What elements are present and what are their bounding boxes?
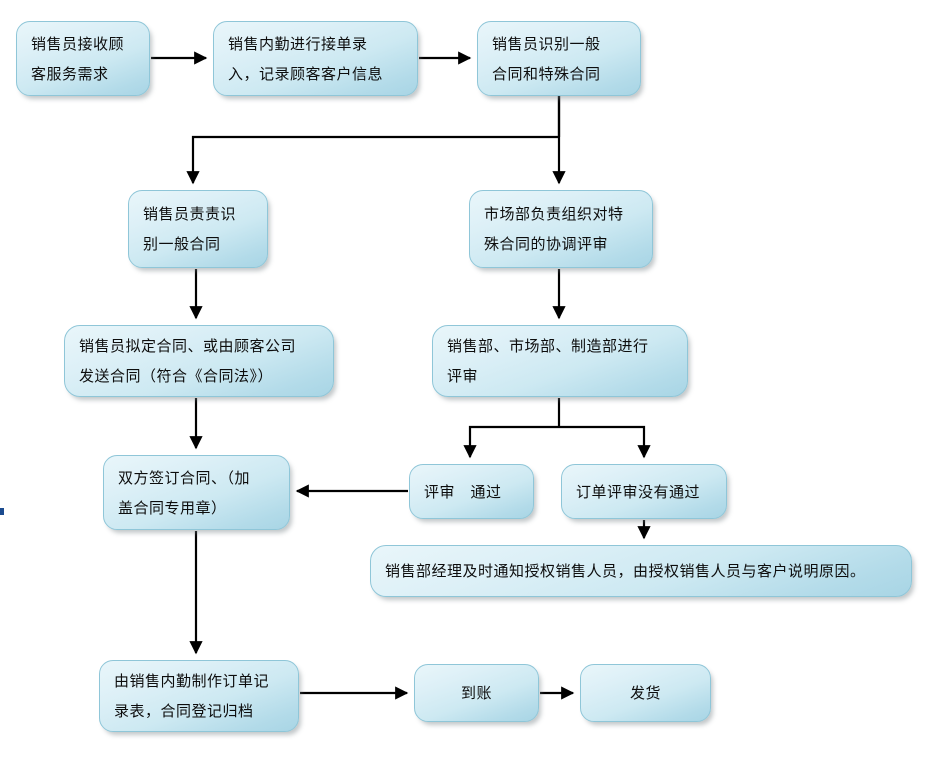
node-text-line: 销售内勤进行接单录: [228, 34, 368, 53]
node-text-line: 入，记录顾客客户信息: [228, 64, 384, 83]
node-text-line: 录表，合同登记归档: [114, 702, 254, 720]
node-create-order-record-and-file[interactable]: 由销售内勤制作订单记 录表，合同登记归档: [99, 660, 299, 732]
node-receive-customer-request[interactable]: 销售员接收顾 客服务需求: [16, 21, 150, 96]
node-text-line: 双方签订合同、（加: [118, 468, 251, 487]
node-review-passed[interactable]: 评审 通过: [409, 464, 534, 519]
node-text-line: 别一般合同: [143, 235, 221, 253]
node-text-line: 销售部经理及时通知授权销售人员，由授权销售人员与客户说明原因。: [385, 562, 866, 580]
node-text-line: 销售员接收顾: [31, 34, 125, 53]
scan-artifact-mark: [0, 508, 4, 515]
node-marketing-dept-organize-review[interactable]: 市场部负责组织对特 殊合同的协调评审: [469, 190, 653, 268]
node-text-line: 合同和特殊合同: [492, 64, 601, 83]
node-text-line: 由销售内勤制作订单记: [114, 672, 270, 690]
node-draft-or-receive-contract[interactable]: 销售员拟定合同、或由顾客公司 发送合同（符合《合同法》）: [64, 325, 334, 397]
node-sales-office-order-entry[interactable]: 销售内勤进行接单录 入，记录顾客客户信息: [213, 21, 418, 96]
node-text-line: 订单评审没有通过: [576, 482, 701, 501]
node-text-line: 销售部、市场部、制造部进行: [447, 337, 649, 355]
node-text-line: 发货: [629, 684, 661, 702]
edge-departments-to-failed: [559, 425, 651, 459]
node-text-line: 发送合同（符合《合同法》）: [79, 367, 274, 385]
node-text-line: 殊合同的协调评审: [484, 235, 609, 253]
node-text-line: 到账: [460, 684, 492, 702]
node-both-parties-sign-contract[interactable]: 双方签订合同、（加 盖合同专用章）: [103, 455, 290, 530]
node-text-line: 销售员责责识: [143, 205, 237, 223]
node-text-line: 评审: [447, 367, 479, 385]
node-text-line: 销售员识别一般: [492, 34, 601, 53]
node-manager-notify-authorized-sales[interactable]: 销售部经理及时通知授权销售人员，由授权销售人员与客户说明原因。: [370, 545, 912, 597]
node-text-line: 评审 通过: [424, 482, 502, 501]
node-text-line: 市场部负责组织对特: [484, 205, 624, 223]
node-departments-conduct-review[interactable]: 销售部、市场部、制造部进行 评审: [432, 325, 688, 397]
node-text-line: 销售员拟定合同、或由顾客公司: [79, 337, 297, 355]
edge-departments-to-passed: [463, 425, 559, 459]
node-payment-received[interactable]: 到账: [414, 664, 539, 722]
node-identify-contract-type[interactable]: 销售员识别一般 合同和特殊合同: [477, 21, 641, 96]
node-text-line: 盖合同专用章）: [118, 498, 227, 517]
node-order-review-not-passed[interactable]: 订单评审没有通过: [561, 464, 727, 519]
node-salesperson-identify-general-contract[interactable]: 销售员责责识 别一般合同: [128, 190, 268, 268]
edge-identify-to-general: [186, 135, 559, 185]
node-text-line: 客服务需求: [31, 64, 109, 83]
node-ship-goods[interactable]: 发货: [580, 664, 711, 722]
